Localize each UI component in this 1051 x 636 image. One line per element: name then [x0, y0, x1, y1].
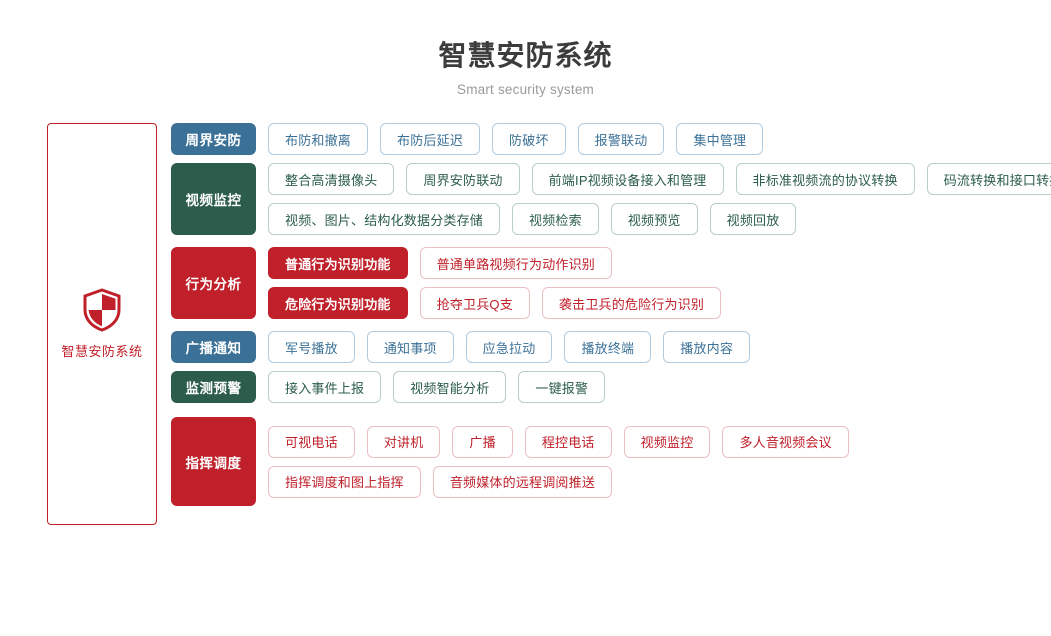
sub-row: 指挥调度和图上指挥 音频媒体的远程调阅推送	[268, 465, 849, 498]
sub-row: 布防和撤离 布防后延迟 防破坏 报警联动 集中管理	[268, 123, 764, 155]
feature-chip[interactable]: 视频监控	[623, 425, 711, 458]
feature-chip[interactable]: 广播	[452, 425, 513, 458]
shield-icon	[82, 288, 122, 332]
sub-row: 普通行为识别功能 普通单路视频行为动作识别	[268, 247, 721, 279]
category-row: 行为分析 普通行为识别功能 普通单路视频行为动作识别 危险行为识别功能 抢夺卫兵…	[171, 247, 1051, 319]
feature-chip[interactable]: 指挥调度和图上指挥	[268, 465, 421, 498]
feature-chip[interactable]: 应急拉动	[465, 331, 553, 363]
feature-chip[interactable]: 报警联动	[577, 123, 665, 155]
row-items: 整合高清摄像头 周界安防联动 前端IP视频设备接入和管理 非标准视频流的协议转换…	[268, 163, 1051, 235]
feature-chip[interactable]: 程控电话	[524, 425, 612, 458]
row-items: 普通行为识别功能 普通单路视频行为动作识别 危险行为识别功能 抢夺卫兵Q支 袭击…	[268, 247, 722, 319]
feature-chip[interactable]: 整合高清摄像头	[268, 163, 395, 195]
category-label-behavior-analysis[interactable]: 行为分析	[171, 247, 256, 319]
page-title: 智慧安防系统	[438, 40, 613, 71]
sub-row: 接入事件上报 视频智能分析 一键报警	[268, 371, 606, 403]
feature-chip[interactable]: 通知事项	[366, 331, 454, 363]
feature-chip[interactable]: 可视电话	[268, 425, 355, 458]
feature-chip[interactable]: 集中管理	[676, 123, 764, 155]
page-subtitle: Smart security system	[457, 82, 594, 97]
feature-chip[interactable]: 多人音视频会议	[722, 425, 849, 458]
feature-chip[interactable]: 袭击卫兵的危险行为识别	[541, 287, 722, 319]
sub-row: 整合高清摄像头 周界安防联动 前端IP视频设备接入和管理 非标准视频流的协议转换…	[268, 163, 1051, 195]
feature-chip[interactable]: 抢夺卫兵Q支	[419, 287, 530, 319]
feature-chip[interactable]: 视频回放	[709, 203, 797, 235]
category-label-video-surveillance[interactable]: 视频监控	[171, 163, 256, 235]
sub-row: 可视电话 对讲机 广播 程控电话 视频监控 多人音视频会议	[268, 425, 849, 458]
feature-chip[interactable]: 周界安防联动	[406, 163, 520, 195]
feature-chip[interactable]: 接入事件上报	[268, 371, 382, 403]
feature-chip[interactable]: 对讲机	[366, 425, 441, 458]
feature-chip[interactable]: 军号播放	[268, 331, 355, 363]
body-area: 智慧安防系统 周界安防 布防和撤离 布防后延迟 防破坏 报警联动 集中管理	[0, 123, 1051, 525]
feature-chip[interactable]: 视频智能分析	[393, 371, 507, 403]
feature-chip[interactable]: 视频、图片、结构化数据分类存储	[268, 203, 501, 235]
sub-row: 军号播放 通知事项 应急拉动 播放终端 播放内容	[268, 331, 751, 363]
feature-chip[interactable]: 防破坏	[492, 123, 566, 155]
feature-chip[interactable]: 播放终端	[564, 331, 652, 363]
category-label-perimeter[interactable]: 周界安防	[171, 123, 256, 155]
category-row: 周界安防 布防和撤离 布防后延迟 防破坏 报警联动 集中管理	[171, 123, 1051, 155]
category-label-command-dispatch[interactable]: 指挥调度	[171, 417, 256, 506]
brand-label: 智慧安防系统	[61, 344, 143, 359]
sub-row: 视频、图片、结构化数据分类存储 视频检索 视频预览 视频回放	[268, 203, 1051, 235]
feature-chip[interactable]: 非标准视频流的协议转换	[735, 163, 915, 195]
page-header: 智慧安防系统 Smart security system	[0, 0, 1051, 97]
feature-chip[interactable]: 布防和撤离	[268, 123, 369, 155]
feature-chip[interactable]: 前端IP视频设备接入和管理	[531, 163, 724, 195]
feature-chip[interactable]: 码流转换和接口转换	[926, 163, 1051, 195]
category-row: 指挥调度 可视电话 对讲机 广播 程控电话 视频监控 多人音视频会议 指挥调度和…	[171, 417, 1051, 506]
feature-chip-primary[interactable]: 普通行为识别功能	[268, 247, 408, 279]
feature-chip[interactable]: 普通单路视频行为动作识别	[419, 247, 613, 279]
category-row: 广播通知 军号播放 通知事项 应急拉动 播放终端 播放内容	[171, 331, 1051, 363]
row-items: 军号播放 通知事项 应急拉动 播放终端 播放内容	[268, 331, 751, 363]
row-items: 可视电话 对讲机 广播 程控电话 视频监控 多人音视频会议 指挥调度和图上指挥 …	[268, 417, 849, 506]
feature-chip[interactable]: 一键报警	[518, 371, 606, 403]
category-rows: 周界安防 布防和撤离 布防后延迟 防破坏 报警联动 集中管理 视频监控 整合	[171, 123, 1051, 506]
feature-chip[interactable]: 视频预览	[610, 203, 698, 235]
category-row: 视频监控 整合高清摄像头 周界安防联动 前端IP视频设备接入和管理 非标准视频流…	[171, 163, 1051, 235]
category-row: 监测预警 接入事件上报 视频智能分析 一键报警	[171, 371, 1051, 403]
feature-chip[interactable]: 音频媒体的远程调阅推送	[432, 465, 613, 498]
feature-chip[interactable]: 布防后延迟	[380, 123, 481, 155]
sub-row: 危险行为识别功能 抢夺卫兵Q支 袭击卫兵的危险行为识别	[268, 287, 722, 319]
brand-panel: 智慧安防系统	[47, 123, 157, 525]
feature-chip[interactable]: 视频检索	[512, 203, 599, 235]
category-label-broadcast-notice[interactable]: 广播通知	[171, 331, 256, 363]
category-label-monitoring-warning[interactable]: 监测预警	[171, 371, 256, 403]
row-items: 布防和撤离 布防后延迟 防破坏 报警联动 集中管理	[268, 123, 764, 155]
feature-chip-primary[interactable]: 危险行为识别功能	[268, 287, 408, 319]
row-items: 接入事件上报 视频智能分析 一键报警	[268, 371, 606, 403]
feature-chip[interactable]: 播放内容	[663, 331, 751, 363]
